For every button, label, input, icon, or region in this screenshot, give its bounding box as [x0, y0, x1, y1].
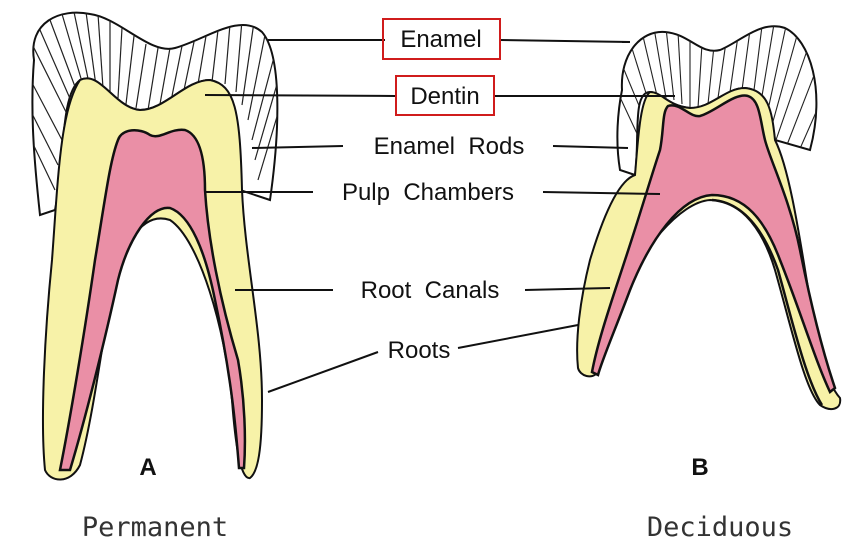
label-pulp-chambers: Pulp Chambers — [342, 179, 514, 206]
label-enamel: Enamel — [400, 26, 481, 53]
caption-deciduous: Deciduous — [647, 512, 793, 543]
permanent-tooth-illustration — [12, 12, 288, 480]
figure-letter-a: A — [139, 454, 156, 481]
caption-permanent: Permanent — [82, 512, 228, 543]
label-enamel-rods: Enamel Rods — [374, 133, 525, 160]
label-dentin: Dentin — [410, 83, 479, 110]
label-roots: Roots — [388, 337, 451, 364]
deciduous-tooth-illustration — [577, 24, 840, 409]
label-root-canals: Root Canals — [361, 277, 500, 304]
figure-letter-b: B — [691, 454, 708, 481]
